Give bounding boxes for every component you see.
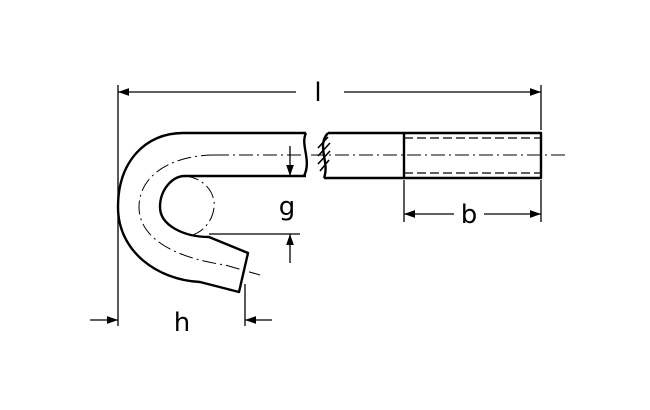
bolt-body	[116, 131, 543, 294]
label-l: l	[314, 78, 321, 108]
label-g: g	[279, 192, 296, 222]
break-hatching	[317, 136, 331, 172]
shank-break-left	[302, 132, 309, 177]
dimension-g	[209, 146, 300, 263]
thread-minor-lines	[404, 137, 541, 174]
label-b: b	[461, 200, 478, 230]
center-lines	[138, 154, 565, 276]
dimension-l	[117, 85, 542, 326]
hook-outline	[116, 131, 306, 294]
label-h: h	[174, 308, 190, 338]
dimension-h	[90, 284, 272, 326]
dimension-b	[403, 180, 542, 222]
shank-break-right	[321, 132, 329, 179]
